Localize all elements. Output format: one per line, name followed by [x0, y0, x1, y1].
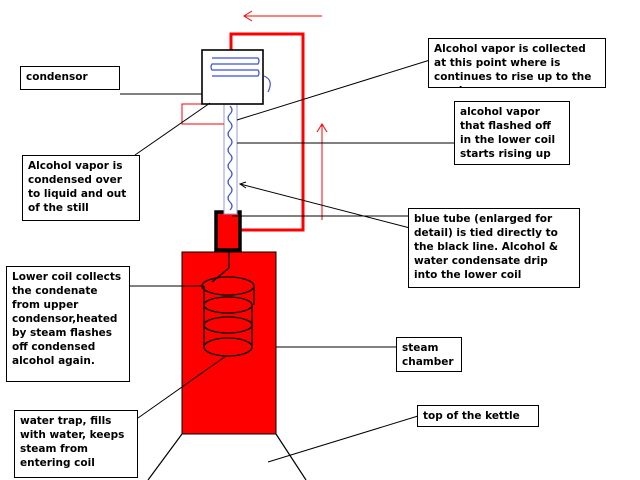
label-vapor-collected: Alcohol vapor is collected at this point…: [428, 38, 606, 88]
kettle-top-line-right: [275, 433, 307, 480]
red-condensor-pipe: [181, 103, 224, 125]
steam-chamber: [181, 251, 277, 435]
blue-tube-squiggle: [227, 105, 233, 211]
label-lower-coil: Lower coil collects the condenate from u…: [6, 266, 130, 382]
condensor-coil: [210, 57, 271, 93]
flow-arrow-left: [243, 10, 322, 22]
leader-arrowhead: [238, 181, 247, 189]
label-blue-tube: blue tube (enlarged for detail) is tied …: [408, 208, 580, 288]
kettle-top-line-left: [147, 433, 183, 480]
label-vapor-flashed: alcohol vapor that flashed off in the lo…: [454, 101, 570, 165]
label-condensor: condensor: [20, 66, 120, 90]
flow-arrow-up: [316, 123, 328, 220]
label-vapor-condensed: Alcohol vapor is condensed over to liqui…: [22, 155, 140, 221]
label-top-of-kettle: top of the kettle: [417, 405, 539, 427]
label-water-trap: water trap, fills with water, keeps stea…: [14, 410, 138, 478]
leader-lines: [120, 59, 455, 463]
label-steam-chamber: steam chamber: [396, 337, 462, 372]
red-vapor-pipe: [229, 32, 305, 232]
blue-tube: [223, 103, 238, 215]
tube-base-box: [214, 210, 242, 252]
condensor-box: [201, 49, 264, 105]
